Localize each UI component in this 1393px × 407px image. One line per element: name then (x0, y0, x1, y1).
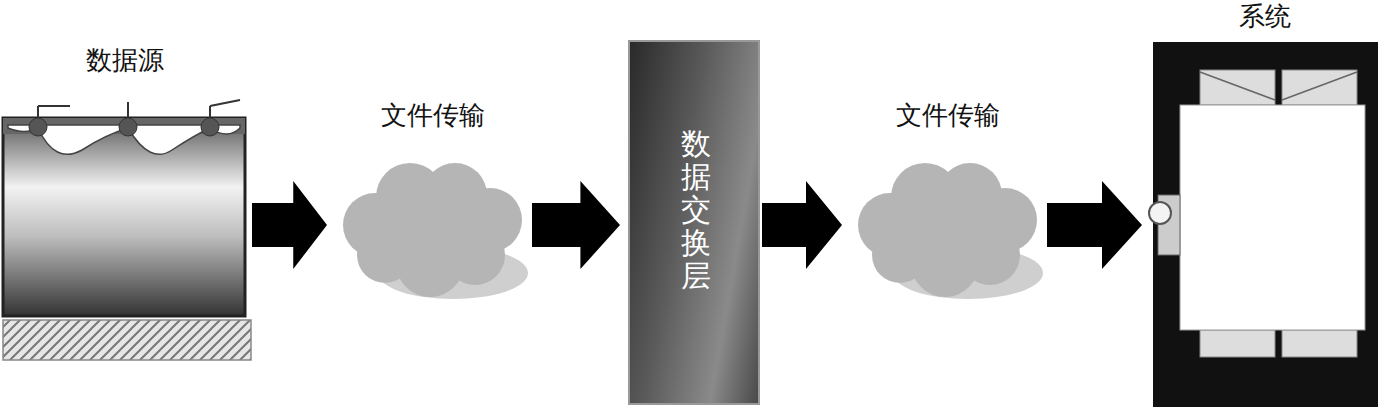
exchange-band: 数据交换层 (628, 40, 760, 405)
block-arrow (1047, 181, 1142, 269)
block-arrow (532, 181, 620, 269)
cloud-shape (850, 155, 1045, 305)
band-label: 数据交换层 (681, 127, 711, 292)
node-heading: 文件传输 (381, 100, 485, 131)
transfer-cloud: 文件传输 (850, 95, 1045, 310)
server-illustration (1149, 42, 1378, 407)
system-node: 系统 (1150, 0, 1380, 407)
cloud-shape (335, 155, 530, 305)
node-heading: 数据源 (86, 45, 164, 76)
node-heading: 文件传输 (896, 100, 1000, 131)
computer-illustration (3, 100, 251, 360)
block-arrow (252, 181, 327, 269)
block-arrow (762, 181, 842, 269)
source-node: 数据源 (0, 40, 250, 365)
transfer-cloud: 文件传输 (335, 95, 530, 310)
node-heading: 系统 (1239, 1, 1291, 32)
